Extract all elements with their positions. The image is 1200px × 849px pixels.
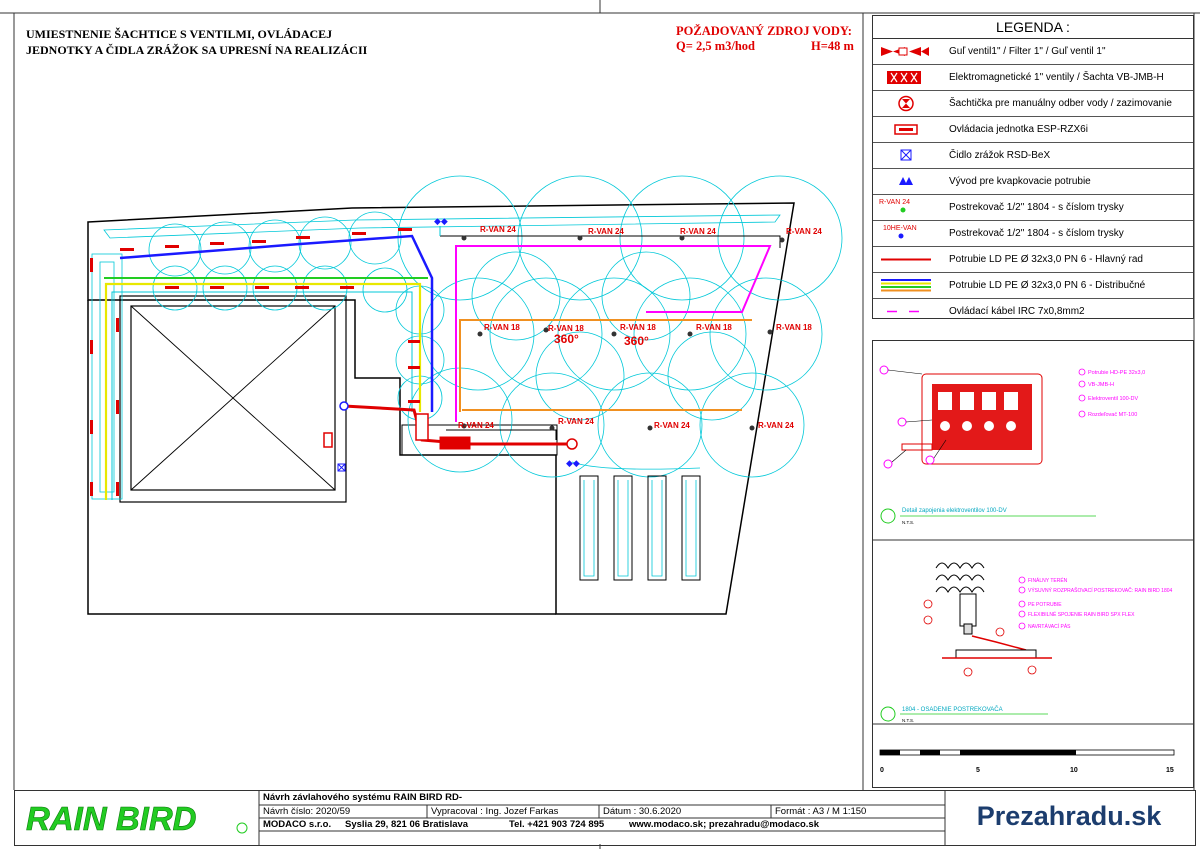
details-panel (872, 340, 1194, 788)
degree-label: 360° (624, 334, 649, 348)
zone-pipe-black (440, 235, 781, 248)
detail1-callout: Potrubie HD-PE 32x3,0 (1088, 370, 1145, 376)
nozzle-label: R-VAN 24 (654, 421, 690, 430)
nozzle-label: R-VAN 18 (776, 323, 812, 332)
detail2-callout: FINÁLNY TERÉN (1028, 577, 1068, 584)
svg-text:◆◆: ◆◆ (566, 458, 580, 468)
phone: Tel. +421 903 724 895 (509, 819, 605, 830)
legend-row: Šachtička pre manuálny odber vody / zazi… (873, 91, 1193, 117)
zone-pipe-orange-top (459, 319, 752, 412)
controller (323, 432, 333, 448)
legend-symbol-label: 10HE-VAN (883, 225, 917, 232)
title-block: Návrh závlahového systému RAIN BIRD RD- … (14, 790, 1196, 846)
control-cable (455, 245, 772, 422)
legend-title: LEGENDA : (873, 16, 1193, 39)
degree-label: 360° (554, 332, 579, 346)
detail1-callout: VB-JMB-H (1088, 382, 1114, 388)
nozzle-label: R-VAN 24 (758, 421, 794, 430)
legend-row: Elektromagnetické 1" ventily / Šachta VB… (873, 65, 1193, 91)
detail1-callout: Elektroventil 100-DV (1088, 396, 1138, 402)
detail1-title: Detail zapojenia elektroventilov 100-DV (902, 508, 1007, 514)
detail2-callout: VÝSUVNÝ ROZPRAŠOVACÍ POSTREKOVAČ: RAIN B… (1028, 587, 1173, 594)
solenoid-valve-box-icon (887, 71, 921, 84)
scale-tick-label: 10 (1070, 767, 1078, 774)
address: Syslia 29, 821 06 Bratislava (345, 819, 469, 830)
nozzle-label: R-VAN 24 (458, 421, 494, 430)
detail2-callout: NAVRTÁVACÍ PÁS (1028, 623, 1071, 630)
detail2-scale: N.T.S. (902, 718, 914, 723)
author: Vypracoval : Ing. Jozef Farkas (431, 806, 559, 817)
nozzle-label: R-VAN 24 (480, 225, 516, 234)
rain-bird-logo: RAIN BIRD (26, 800, 248, 837)
scale-tick-label: 15 (1166, 767, 1174, 774)
project-title: Návrh závlahového systému RAIN BIRD RD- (263, 792, 463, 803)
drip-beds (579, 475, 701, 581)
detail1-callout: Rozdeľovač MT-100 (1088, 412, 1137, 418)
legend-symbol-label: R-VAN 24 (879, 199, 910, 206)
zone-pipe-cyan (111, 291, 413, 500)
blue-sprinkler-icon: 10HE-VAN (883, 225, 917, 239)
sprinkler-install-detail (923, 562, 1052, 677)
detail2-callout: PE POTRUBIE (1028, 602, 1062, 608)
nozzle-label: R-VAN 18 (696, 323, 732, 332)
design-number: Návrh číslo: 2020/59 (263, 806, 351, 817)
manual-tap-box-icon (898, 95, 914, 112)
details-drawings: Potrubie HD-PE 32x3,0 VB-JMB-H Elektrove… (872, 365, 1194, 774)
parcel-outline (87, 202, 795, 615)
ball-valve-filter-icon (881, 47, 929, 56)
valve-box (439, 436, 471, 450)
date: Dátum : 30.6.2020 (603, 806, 682, 817)
svg-text:◆◆: ◆◆ (434, 216, 448, 226)
company: MODACO s.r.o. (263, 819, 332, 830)
detail2-title: 1804 - OSADENIE POSTREKOVAČA (902, 706, 1003, 713)
legend-row: Vývod pre kvapkovacie potrubie (873, 169, 1193, 195)
rain-sensor-icon (900, 149, 912, 161)
legend-row: Ovládací kábel IRC 7x0,8mm2 (873, 299, 1193, 324)
nozzle-label: R-VAN 18 (620, 323, 656, 332)
green-sprinkler-icon: R-VAN 24 (879, 199, 910, 213)
nozzle-label: R-VAN 24 (558, 417, 594, 426)
drip-outlet-icon (899, 177, 913, 185)
site-plan: ◆◆ ◆◆ R-VAN 24 R-VAN 24 R-VAN 24 R-VAN 2… (87, 175, 843, 615)
main-pipe-line-icon (881, 258, 931, 261)
house-footprint (119, 295, 347, 503)
nozzle-label: R-VAN 24 (786, 227, 822, 236)
nozzle-label: R-VAN 24 (680, 227, 716, 236)
legend-row: Ovládacia jednotka ESP-RZX6i (873, 117, 1193, 143)
valve-box-detail (879, 365, 1043, 469)
nozzle-label: R-VAN 18 (484, 323, 520, 332)
zone-pipe-yellow (104, 282, 422, 500)
legend-row: R-VAN 24 Postrekovač 1/2" 1804 - s číslo… (873, 195, 1193, 221)
scale-bar: 0 5 10 15 (879, 749, 1175, 774)
legend-panel: LEGENDA : Guľ ventil1" / Filter 1" / Guľ… (872, 15, 1194, 319)
nozzle-label: R-VAN 24 (588, 227, 624, 236)
format: Formát : A3 / M 1:150 (775, 806, 867, 817)
scale-tick-label: 5 (976, 767, 980, 774)
legend-row: Guľ ventil1" / Filter 1" / Guľ ventil 1" (873, 39, 1193, 65)
nozzle-label: R-VAN 18 (548, 324, 584, 333)
placement-note: UMIESTNENIE ŠACHTICE S VENTILMI, OVLÁDAC… (26, 27, 368, 57)
sprinkler-heads (461, 235, 785, 431)
web-email: www.modaco.sk; prezahradu@modaco.sk (629, 819, 819, 830)
svg-text:RAIN BIRD: RAIN BIRD (26, 800, 197, 837)
legend-row: Potrubie LD PE Ø 32x3,0 PN 6 - Hlavný ra… (873, 247, 1193, 273)
legend-row: 10HE-VAN Postrekovač 1/2" 1804 - s číslo… (873, 221, 1193, 247)
distribution-pipe-line-icon (881, 279, 931, 292)
brand-name: Prezahradu.sk (976, 801, 1162, 831)
spray-coverage (148, 175, 843, 478)
controller-icon (894, 124, 918, 135)
zone-pipe-blue (119, 234, 434, 412)
scale-tick-label: 0 (880, 767, 884, 774)
detail2-callout: FLEXIBILNÉ SPOJENIE RAIN BIRD SPX FLEX (1028, 611, 1135, 618)
control-cable-line-icon (887, 310, 919, 313)
legend-row: Potrubie LD PE Ø 32x3,0 PN 6 - Distribuč… (873, 273, 1193, 299)
legend-row: Čidlo zrážok RSD-BeX (873, 143, 1193, 169)
detail1-scale: N.T.S. (902, 520, 914, 525)
